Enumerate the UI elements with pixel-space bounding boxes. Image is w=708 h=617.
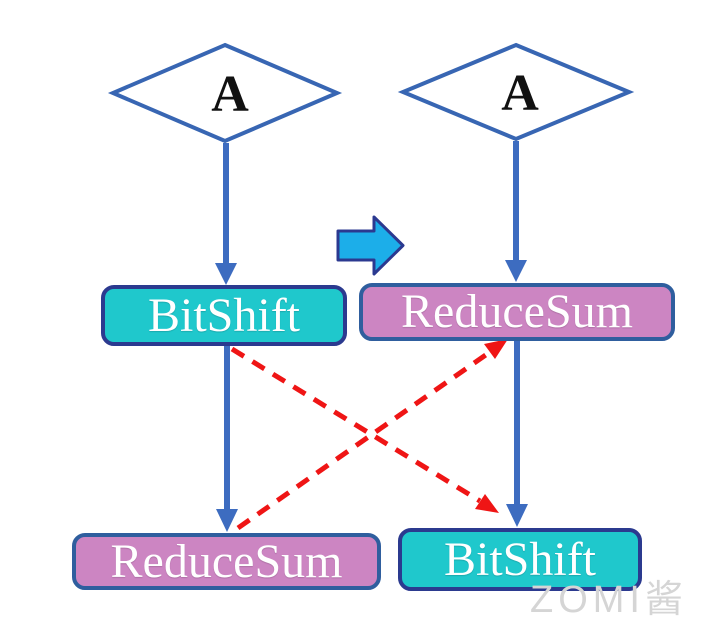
swap-arrow-line-bitshift (230, 346, 482, 504)
input-node-label-left: A (211, 66, 249, 123)
op-node-reducesum-right: ReduceSum (359, 283, 675, 341)
input-node-diamond-left (107, 42, 343, 144)
swap-arrow-head-reducesum (484, 339, 508, 359)
op-node-label: BitShift (147, 288, 301, 342)
flow-arrow-head-right-bottom (506, 504, 528, 527)
flow-arrow-head-left-top (215, 263, 237, 285)
op-node-label: BitShift (443, 532, 597, 586)
swap-arrow-line-reducesum (236, 349, 492, 531)
transform-arrow-icon (336, 215, 405, 276)
op-node-label: ReduceSum (401, 285, 633, 338)
input-node-label-right: A (501, 65, 539, 122)
op-node-label: ReduceSum (110, 534, 343, 588)
flow-arrow-head-right-top (505, 260, 527, 282)
op-node-reducesum-left: ReduceSum (72, 533, 381, 590)
watermark-text: ZOMI酱 (530, 579, 688, 617)
input-node-diamond-right (397, 42, 635, 142)
flow-arrow-head-left-bottom (216, 509, 238, 532)
op-node-bitshift-left: BitShift (101, 285, 347, 346)
op-node-bitshift-right: BitShift (398, 528, 642, 591)
swap-arrow-head-bitshift (475, 494, 499, 513)
